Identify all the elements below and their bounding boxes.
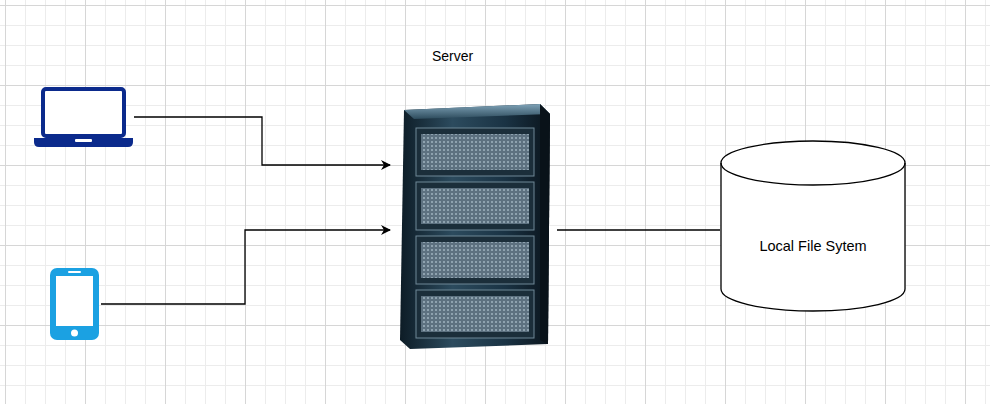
cylinder-shape: [720, 140, 906, 312]
server-rack: [390, 100, 557, 350]
storage-label: Local File Sytem: [720, 238, 906, 254]
laptop-icon: [33, 86, 134, 149]
phone-node: [48, 266, 101, 342]
connector: [557, 229, 720, 230]
phone-icon: [48, 266, 101, 342]
connector: [134, 117, 390, 165]
connector: [101, 230, 390, 304]
server-node: Server: [390, 45, 557, 350]
cylinder-node: Local File Sytem: [720, 140, 906, 312]
laptop-node: [33, 86, 134, 149]
server-label: Server: [390, 48, 515, 64]
